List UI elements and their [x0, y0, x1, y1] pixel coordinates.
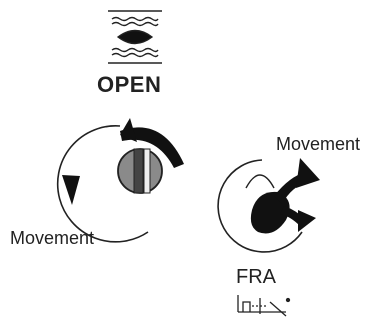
open-eye-waves-icon — [108, 10, 162, 64]
left-rotation-arrows — [56, 118, 184, 243]
open-label: OPEN — [97, 72, 162, 97]
movement-label-right: Movement — [276, 134, 361, 154]
movement-label-left: Movement — [10, 228, 95, 248]
fra-label: FRA — [236, 266, 276, 288]
round-knob-icon — [117, 148, 163, 194]
fra-tool-icon — [237, 295, 291, 317]
right-rotation-arrows — [217, 158, 320, 253]
